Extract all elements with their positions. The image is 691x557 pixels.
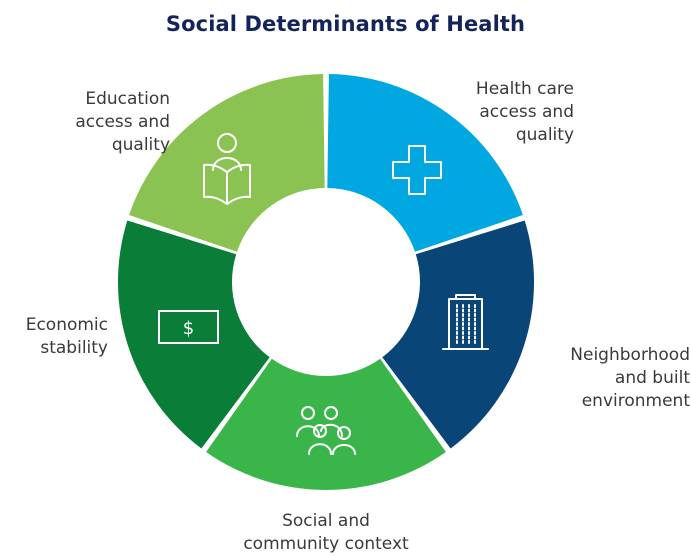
diagram-title: Social Determinants of Health <box>165 12 526 36</box>
label-neighborhood: Neighborhood and built environment <box>570 345 690 411</box>
reader-book-icon <box>203 133 251 205</box>
svg-text:$: $ <box>183 318 194 339</box>
label-education: Education access and quality <box>75 89 170 155</box>
segment-neighborhood <box>382 220 534 449</box>
label-economic: Economic stability <box>25 315 108 358</box>
medical-cross-icon <box>392 145 442 195</box>
label-health-care: Health care access and quality <box>475 79 574 145</box>
dollar-bill-icon: $ <box>158 310 219 344</box>
building-icon <box>442 294 489 350</box>
label-social-community: Social and community context <box>243 511 409 554</box>
people-group-icon <box>296 406 356 455</box>
segment-education <box>129 74 325 252</box>
segment-economic <box>118 220 270 449</box>
